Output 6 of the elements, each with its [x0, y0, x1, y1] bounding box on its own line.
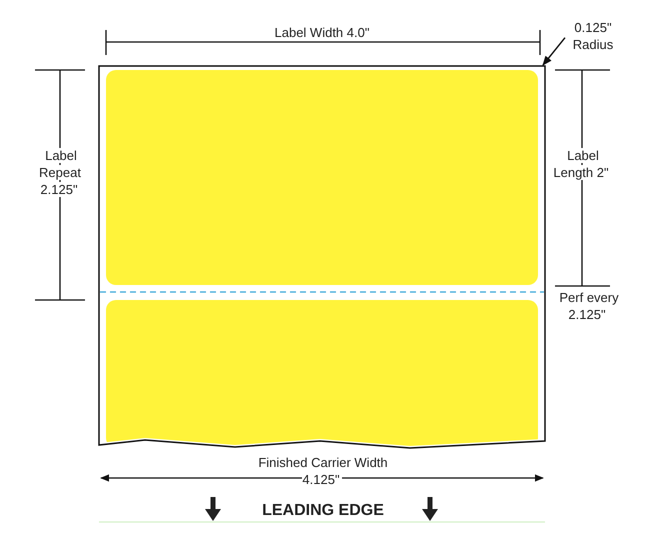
leader-line — [542, 37, 566, 66]
label-area — [106, 300, 538, 448]
carrier-sheet — [99, 66, 545, 448]
dimension-label: Label Repeat 2.125" — [38, 147, 82, 198]
label-area — [106, 70, 538, 285]
radius-label: 0.125" Radius — [561, 19, 625, 53]
